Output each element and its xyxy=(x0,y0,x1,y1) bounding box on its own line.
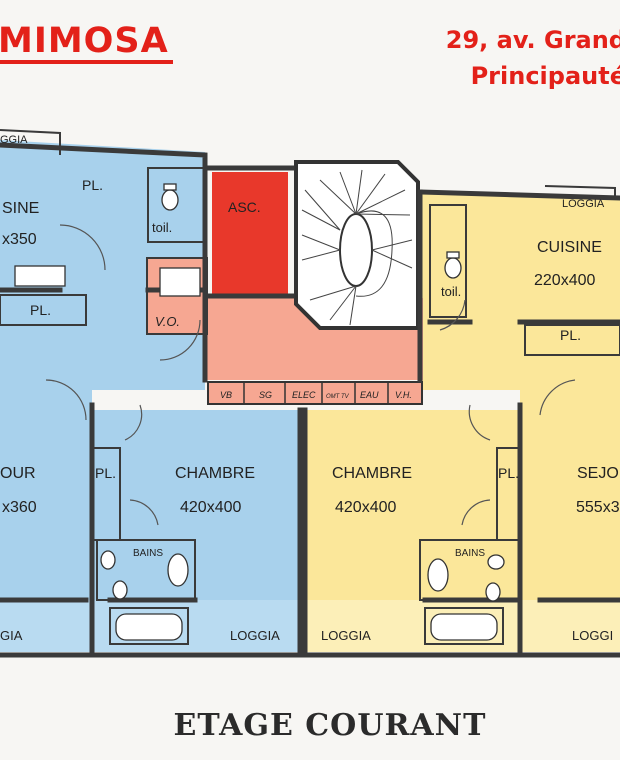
garbage-chute-label: V.O. xyxy=(155,314,180,329)
right-loggia-bottom-a: LOGGIA xyxy=(321,628,371,643)
right-loggia-top-label: LOGGIA xyxy=(562,198,605,210)
left-chambre-size: 420x400 xyxy=(180,499,241,516)
left-chambre-name: CHAMBRE xyxy=(175,465,255,482)
right-toilet-label: toil. xyxy=(441,284,461,299)
floor-plan: GGIA SINE x350 PL. toil. PL. OUR x360 PL… xyxy=(0,129,620,658)
left-sejour-size: x360 xyxy=(2,499,37,516)
left-loggia-bottom-b: LOGGIA xyxy=(230,628,280,643)
left-toilet-label: toil. xyxy=(152,220,172,235)
left-kitchen-size: x350 xyxy=(2,231,37,248)
duct-vb-label: VB xyxy=(220,390,232,400)
right-sejour-size: 555x3 xyxy=(576,499,620,516)
right-sejour-name: SEJO xyxy=(577,465,619,482)
duct-omt-label: OMT TV xyxy=(326,394,350,400)
right-kitchen-name: CUISINE xyxy=(537,239,602,256)
right-chambre-name: CHAMBRE xyxy=(332,465,412,482)
right-pl-kitchen-label: PL. xyxy=(560,327,581,343)
left-bains-label: BAINS xyxy=(133,548,163,559)
duct-vh-label: V.H. xyxy=(395,390,412,400)
left-kitchen-name: SINE xyxy=(2,200,39,217)
left-loggia-bottom-a: GIA xyxy=(0,628,23,643)
duct-sg-label: SG xyxy=(259,390,272,400)
building-name: MIMOSA xyxy=(0,22,173,64)
left-pl-top-label: PL. xyxy=(82,177,103,193)
room-labels: GGIA SINE x350 PL. toil. PL. OUR x360 PL… xyxy=(0,134,620,643)
right-loggia-bottom-b: LOGGI xyxy=(572,628,613,643)
stairwell xyxy=(294,160,420,330)
floor-title: ETAGE COURANT xyxy=(173,708,487,743)
elevator-label: ASC. xyxy=(228,199,261,215)
right-pl-bed-label: PL. xyxy=(498,465,519,481)
duct-elec-label: ELEC xyxy=(292,390,316,400)
left-pl-mid-label: PL. xyxy=(30,302,51,318)
duct-eau-label: EAU xyxy=(360,390,379,400)
ducts-strip xyxy=(207,381,423,405)
right-chambre-size: 420x400 xyxy=(335,499,396,516)
left-sejour-name: OUR xyxy=(0,465,36,482)
address-line-2: Principauté xyxy=(470,62,620,90)
left-pl-bed-label: PL. xyxy=(95,465,116,481)
address-line-1: 29, av. Grand xyxy=(445,26,620,54)
left-loggia-top-label: GGIA xyxy=(0,134,28,146)
right-kitchen-size: 220x400 xyxy=(534,272,595,289)
right-bains-label: BAINS xyxy=(455,548,485,559)
elevator-shaft xyxy=(212,172,288,296)
